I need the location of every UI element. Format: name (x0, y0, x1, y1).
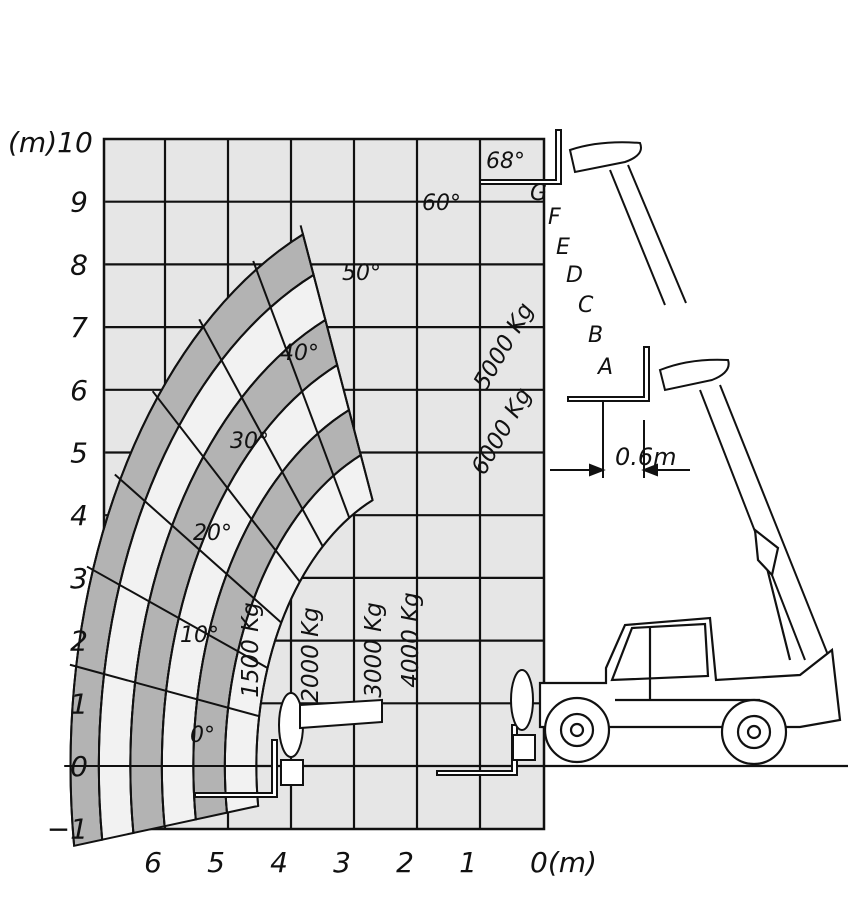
boom-top-icon (479, 129, 687, 306)
y-tick-label: −1 (47, 813, 88, 846)
x-tick-label: 4 (270, 846, 288, 879)
y-tick-label: 6 (70, 374, 88, 407)
x-axis-unit-label: 0(m) (530, 846, 597, 879)
load-zone-label: 1500 Kg (238, 602, 264, 698)
y-tick-label: 7 (70, 311, 88, 344)
angle-ray (69, 663, 260, 718)
angle-label: 60° (422, 191, 461, 216)
angle-rays (64, 225, 374, 767)
extension-position-label: B (588, 323, 603, 348)
y-tick-label: 9 (70, 186, 88, 219)
extension-position-label: C (578, 293, 594, 318)
load-zone-label: 3000 Kg (361, 602, 387, 698)
extension-position-label: G (530, 181, 547, 206)
angle-ray (114, 473, 282, 624)
extension-position-label: A (596, 355, 613, 380)
telehandler-machine-icon (538, 527, 848, 768)
fork-carriage-left-icon (194, 692, 383, 798)
x-tick-label: 6 (144, 846, 162, 879)
angle-ray (86, 565, 269, 669)
angle-ray (151, 390, 301, 583)
y-tick-label: 4 (70, 499, 88, 532)
extension-position-label: F (548, 205, 561, 230)
angle-ray (299, 225, 374, 501)
angle-label: 40° (280, 341, 319, 366)
x-tick-label: 1 (459, 846, 477, 879)
y-tick-label: 3 (70, 562, 88, 595)
y-tick-label: 1 (70, 687, 88, 720)
x-tick-label: 3 (333, 846, 351, 879)
angle-label: 30° (230, 429, 269, 454)
dimension-label: 0.6m (615, 443, 677, 471)
dimension-marker (550, 400, 690, 478)
x-tick-label: 2 (396, 846, 414, 879)
chart-labels: 9 8 7 6 5 4 3 2 1 0 −1 (m)10 6 5 4 3 2 1 0(m) 0° 10° 20° 30° 40… (8, 126, 613, 879)
load-zone-label: 4000 Kg (398, 592, 424, 688)
y-axis-unit-label: (m)10 (8, 126, 93, 159)
y-tick-label: 0 (70, 750, 88, 783)
angle-label: 20° (193, 521, 232, 546)
angle-ray (198, 318, 324, 547)
fork-carriage-center-icon (436, 669, 536, 776)
extension-position-label: E (556, 235, 570, 260)
load-zone-label: 2000 Kg (298, 607, 324, 703)
angle-label: 50° (342, 261, 381, 286)
x-tick-label: 5 (207, 846, 225, 879)
angle-label: 10° (180, 623, 219, 648)
extension-position-label: D (566, 263, 583, 288)
angle-label: 68° (486, 149, 525, 174)
y-tick-label: 8 (70, 248, 88, 281)
angle-ray (252, 260, 351, 519)
boom-mid-icon (567, 346, 829, 661)
y-tick-label: 2 (70, 625, 88, 658)
y-tick-label: 5 (70, 437, 88, 470)
angle-label: 0° (190, 723, 215, 748)
